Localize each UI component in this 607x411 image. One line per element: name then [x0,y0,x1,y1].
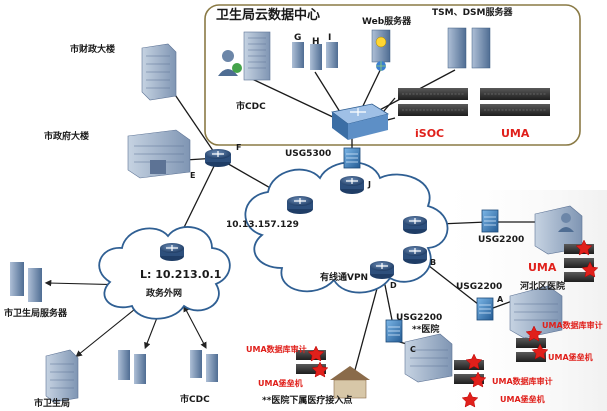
finance-building-icon [141,43,177,101]
router-d-label: D [390,281,397,290]
uma-top-label: UMA [501,127,530,140]
clinic-racks-icon [296,350,326,374]
usg5300-label: USG5300 [285,149,332,159]
red-stars [307,239,599,408]
star-marker-icon [469,371,487,388]
hospital-building-icon [404,333,453,383]
datacenter-title: 卫生局云数据中心 [216,8,321,23]
hebei-hospital-building-icon [509,285,563,339]
uma-bastion-label-3: UMA堡垒机 [258,379,303,388]
web-server-label: Web服务器 [362,17,412,27]
tsm-dsm-label: TSM、DSM服务器 [432,8,513,18]
server-g-label: G [294,33,302,43]
server-h-icon [310,44,322,70]
gov-net-ip-label: L: 10.213.0.1 [140,268,222,281]
router-right-top [403,216,427,234]
core-cloud [244,161,449,294]
health-bureau-label: 市卫生局 [34,399,71,409]
gov-net-cloud [98,226,231,320]
star-marker-icon [465,353,483,370]
site-a-label: A [497,295,504,304]
firewall-usg2200-mid [476,297,494,321]
right-sites [296,205,594,399]
finance-label: 市财政大楼 [70,45,116,55]
server-h-label: H [312,37,320,47]
router-b [403,246,427,264]
core-switch-icon [331,103,390,140]
health-bureau-building-icon [45,349,79,403]
site-c-label: C [410,345,416,354]
router-f [205,149,231,167]
clinic-house-icon [330,366,370,399]
router-core [287,196,313,214]
router-j [340,176,364,194]
server-i-icon [326,42,338,68]
server-g-icon [292,42,304,68]
star-marker-icon [575,239,593,256]
tsm-server-icon [447,27,491,69]
cdc-bottom-label: 市CDC [180,395,210,405]
usg2200-mid-label: USG2200 [456,282,503,292]
gov-server-b-icon [190,350,218,382]
firewall-usg2200-top [481,209,499,233]
star-marker-icon [311,361,329,378]
server-i-label: I [328,33,332,43]
gov-net-label: 政务外网 [146,289,183,299]
star-marker-icon [307,345,325,362]
vpn-label: 有线通VPN [320,273,369,283]
uma-db-audit-label-2: UMA数据库审计 [492,377,553,386]
firewalls [343,147,499,343]
web-server-icon [371,29,391,71]
hebei-label: 河北区医院 [520,282,566,292]
isoc-label: iSOC [415,127,445,140]
star-marker-icon [581,261,599,278]
router-e-label: E [190,171,196,180]
left-buildings [127,43,191,179]
router-gov-net [160,243,184,261]
star-marker-icon [531,343,549,360]
clinic-label: **医院下属医疗接入点 [262,396,353,406]
uma-rack-icon [480,88,550,116]
router-f-label: F [236,143,242,152]
hospital-label: **医院 [412,325,440,335]
uma-right-label: UMA [528,261,557,274]
star-marker-icon [461,391,479,408]
core-ip-label: 10.13.157.129 [226,220,299,230]
health-servers-label: 市卫生局服务器 [4,309,68,319]
uma-db-audit-label-1: UMA数据库审计 [542,321,603,330]
uma-bastion-label-1: UMA堡垒机 [548,353,593,362]
datacenter-devices [218,27,550,140]
government-label: 市政府大楼 [44,132,90,142]
firewall-usg2200-bottom [385,319,403,343]
cdc-user-icon [218,50,242,76]
uma-site-racks-icon [564,244,594,282]
usg2200-bottom-label: USG2200 [396,313,443,323]
router-b-label: B [430,258,437,267]
gov-server-a-icon [118,350,146,384]
hebei-racks-icon [516,338,546,362]
health-servers-icon [10,262,42,302]
uma-bastion-label-2: UMA堡垒机 [500,395,545,404]
routers [160,149,427,279]
usg2200-top-label: USG2200 [478,235,525,245]
cdc-top-label: 市CDC [236,102,266,112]
router-d [370,261,394,279]
cdc-building-icon [243,31,271,81]
isoc-rack-icon [398,88,468,116]
firewall-usg5300 [343,147,361,169]
uma-db-audit-label-3: UMA数据库审计 [246,345,307,354]
hospital-racks-icon [454,360,484,384]
router-j-label: J [368,180,371,189]
government-building-icon [127,129,191,179]
star-marker-icon [525,325,543,342]
gov-net-endpoints [10,262,218,403]
